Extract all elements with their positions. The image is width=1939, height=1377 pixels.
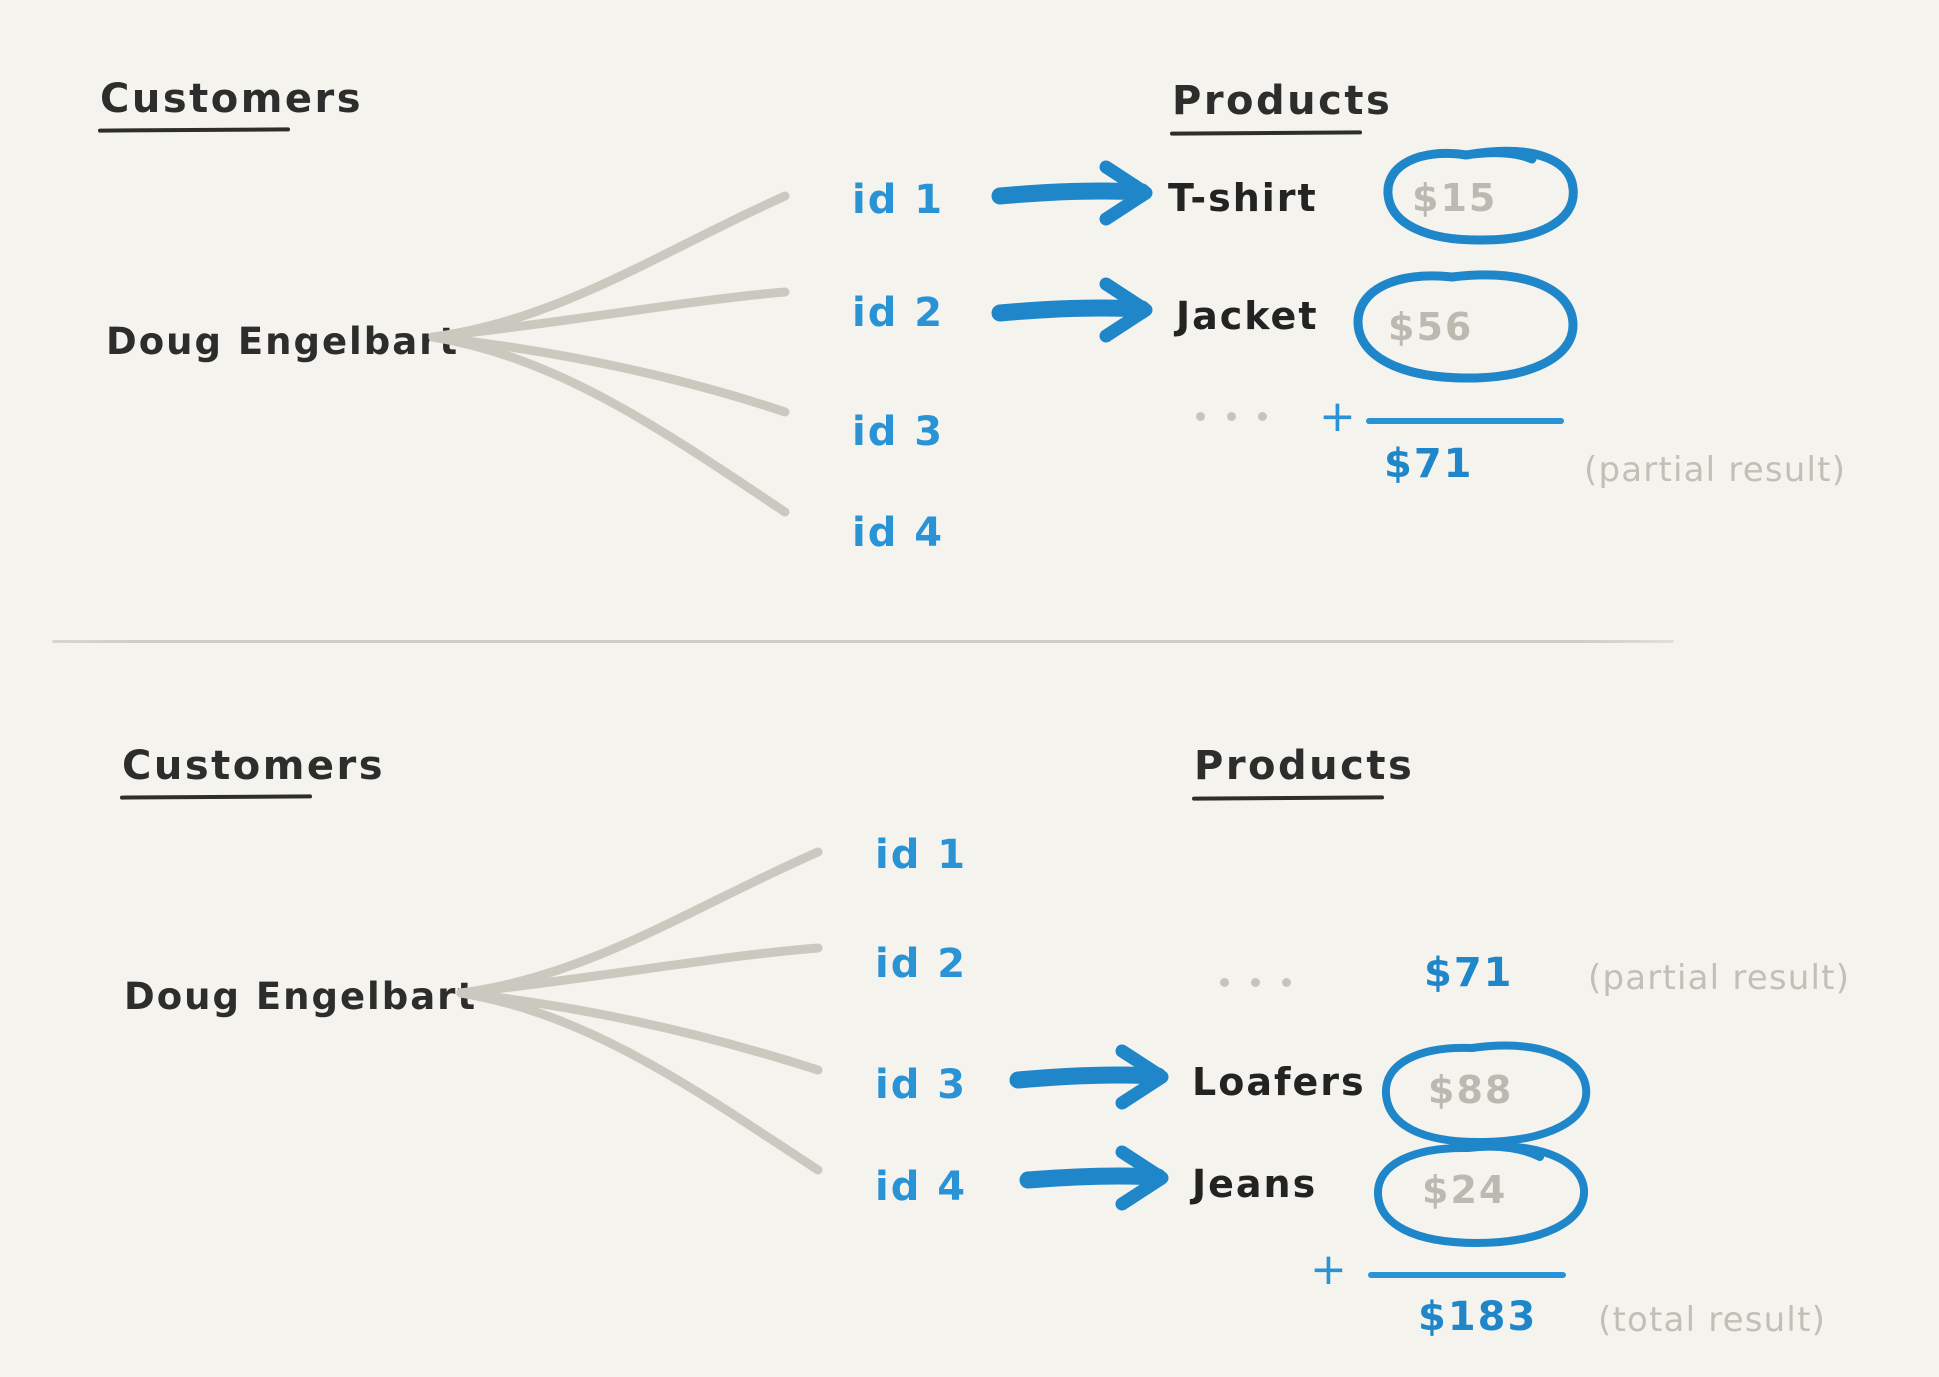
customers-heading: Customers bbox=[122, 743, 386, 789]
panel-divider bbox=[52, 640, 1674, 643]
id-label-4: id 4 bbox=[875, 1164, 968, 1210]
id-label-2: id 2 bbox=[852, 290, 945, 336]
product-name-3: Loafers bbox=[1192, 1060, 1366, 1104]
arrow-row-1 bbox=[991, 160, 1153, 226]
ellipsis-indicator bbox=[1220, 978, 1291, 987]
customer-name: Doug Engelbart bbox=[124, 975, 478, 1018]
id-label-1: id 1 bbox=[852, 177, 945, 223]
circle-price-4 bbox=[1373, 1142, 1589, 1248]
panel-top: Customers Products Doug Engelbart id 1 i… bbox=[0, 0, 1939, 620]
sum-value: $71 bbox=[1384, 441, 1474, 487]
price-circles bbox=[1353, 146, 1578, 383]
sum-rule bbox=[1368, 1272, 1566, 1278]
price-value-3: $88 bbox=[1428, 1068, 1514, 1112]
id-label-3: id 3 bbox=[852, 409, 945, 455]
ellipsis-indicator bbox=[1196, 412, 1267, 421]
panel-bottom: Customers Products Doug Engelbart id 1 i… bbox=[0, 660, 1939, 1377]
circle-price-2 bbox=[1353, 270, 1578, 383]
total-value: $183 bbox=[1418, 1294, 1538, 1340]
product-name-2: Jacket bbox=[1176, 294, 1319, 338]
plus-sign: + bbox=[1310, 1244, 1347, 1295]
id-label-4: id 4 bbox=[852, 510, 945, 556]
customer-name: Doug Engelbart bbox=[106, 320, 460, 363]
product-name-1: T-shirt bbox=[1168, 176, 1318, 220]
arrow-row-2 bbox=[991, 277, 1153, 343]
plus-sign: + bbox=[1319, 391, 1356, 442]
price-circles bbox=[1373, 1041, 1591, 1248]
total-note: (total result) bbox=[1598, 1300, 1827, 1340]
circle-price-1 bbox=[1383, 146, 1578, 245]
products-heading: Products bbox=[1172, 78, 1393, 124]
sum-note: (partial result) bbox=[1584, 450, 1847, 490]
id-label-2: id 2 bbox=[875, 941, 968, 987]
id-label-3: id 3 bbox=[875, 1062, 968, 1108]
id-to-product-arrows bbox=[1009, 1044, 1169, 1211]
id-label-1: id 1 bbox=[875, 832, 968, 878]
price-value-4: $24 bbox=[1422, 1168, 1508, 1212]
circle-price-3 bbox=[1381, 1041, 1591, 1147]
sum-rule bbox=[1366, 418, 1564, 424]
arrow-row-4 bbox=[1019, 1145, 1169, 1211]
carried-value: $71 bbox=[1424, 950, 1514, 996]
arrow-row-3 bbox=[1009, 1044, 1169, 1110]
product-name-4: Jeans bbox=[1192, 1162, 1318, 1206]
products-heading: Products bbox=[1194, 743, 1415, 789]
price-value-2: $56 bbox=[1388, 305, 1474, 349]
carried-note: (partial result) bbox=[1588, 958, 1851, 998]
price-value-1: $15 bbox=[1412, 176, 1498, 220]
id-to-product-arrows bbox=[991, 160, 1153, 343]
customers-heading: Customers bbox=[100, 76, 364, 122]
